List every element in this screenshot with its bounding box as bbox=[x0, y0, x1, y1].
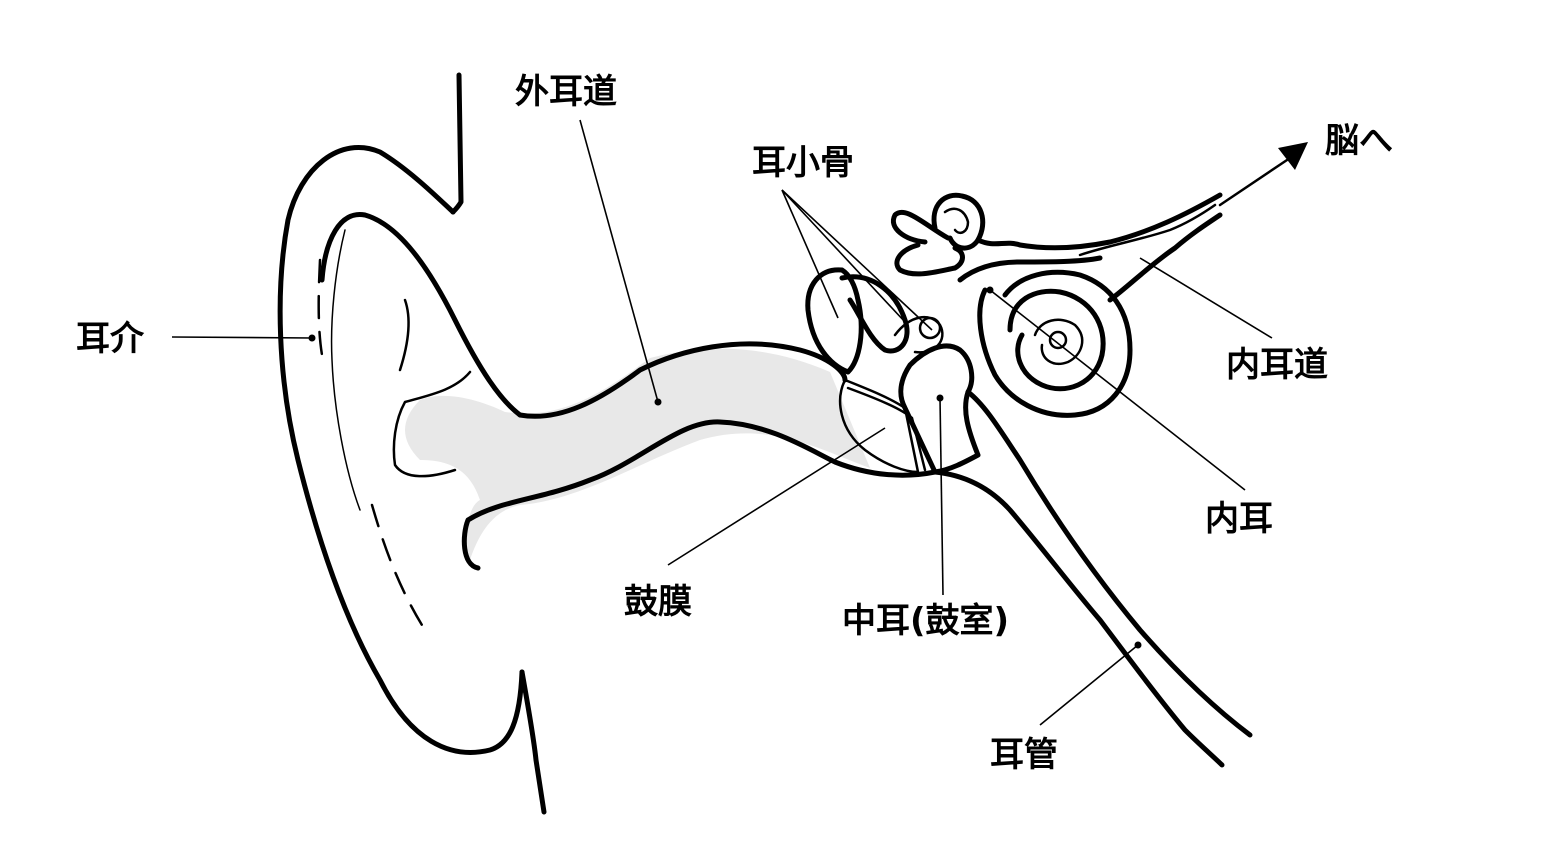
arrow-to-brain-head bbox=[1278, 142, 1308, 170]
label-middle-ear: 中耳(鼓室) bbox=[842, 601, 1009, 641]
label-internal-auditory-canal: 内耳道 bbox=[1226, 345, 1328, 385]
semicircular-canal-1 bbox=[931, 192, 986, 251]
label-eardrum: 鼓膜 bbox=[624, 582, 692, 622]
label-to-brain: 脳へ bbox=[1325, 121, 1393, 161]
vestibule-lower bbox=[957, 255, 1103, 283]
auditory-nerve-lower bbox=[1107, 212, 1223, 303]
leader-internal-canal bbox=[1139, 257, 1273, 339]
eustachian-tube-lower bbox=[932, 469, 1225, 768]
leader-middle-ear bbox=[939, 397, 944, 596]
leader-auricle bbox=[171, 336, 313, 339]
semicircular-canal-2 bbox=[890, 209, 951, 245]
cochlea-center bbox=[1048, 330, 1068, 350]
oval-window bbox=[918, 316, 942, 340]
semicircular-canal-inner bbox=[943, 207, 970, 234]
auricle-inner-fold bbox=[319, 212, 523, 418]
eardrum-membrane bbox=[838, 378, 920, 474]
label-ossicles: 耳小骨 bbox=[752, 143, 854, 183]
leader-eardrum bbox=[667, 427, 886, 566]
label-ear-canal: 外耳道 bbox=[515, 72, 617, 112]
arrow-to-brain-shaft bbox=[1218, 156, 1292, 207]
head-outline-lower bbox=[519, 669, 547, 815]
cochlea-inner bbox=[1033, 318, 1084, 365]
auditory-nerve-tube bbox=[1078, 203, 1217, 257]
concha-edge bbox=[392, 370, 472, 478]
leader-ear-canal bbox=[579, 119, 659, 403]
leader-dot-eustachian-tube bbox=[1134, 641, 1142, 649]
leader-dot-auricle bbox=[308, 334, 316, 342]
label-auricle: 耳介 bbox=[76, 319, 145, 359]
leader-ossicles-1 bbox=[781, 189, 839, 319]
malleus bbox=[805, 267, 864, 375]
leader-dot-ear-canal bbox=[654, 398, 662, 406]
auricle-outer-rim bbox=[277, 145, 525, 755]
leader-dot-middle-ear bbox=[936, 394, 944, 402]
label-inner-ear: 内耳 bbox=[1205, 499, 1273, 539]
incus bbox=[839, 274, 910, 354]
eustachian-tube-upper bbox=[965, 389, 1253, 738]
ear-canal-lower-wall bbox=[461, 419, 938, 571]
vestibule bbox=[975, 192, 1223, 251]
auricle-inner-fold-detail bbox=[330, 229, 361, 511]
auricle-dash-2 bbox=[317, 258, 324, 357]
semicircular-canal-3 bbox=[894, 242, 965, 277]
leader-dot-inner-ear bbox=[986, 286, 994, 294]
ear-canal-upper-wall bbox=[517, 341, 848, 419]
head-outline-upper bbox=[450, 72, 464, 215]
tragus-edge bbox=[398, 298, 410, 372]
leader-ossicles-2 bbox=[781, 189, 906, 323]
leader-ossicles-3 bbox=[781, 189, 933, 331]
auricle-dash-1 bbox=[370, 503, 427, 632]
leader-inner-ear bbox=[989, 289, 1246, 491]
middle-ear-cavity bbox=[898, 343, 981, 475]
cochlea-middle bbox=[1007, 288, 1106, 392]
leader-eustachian-tube bbox=[1039, 644, 1139, 726]
label-eustachian-tube: 耳管 bbox=[990, 735, 1058, 775]
